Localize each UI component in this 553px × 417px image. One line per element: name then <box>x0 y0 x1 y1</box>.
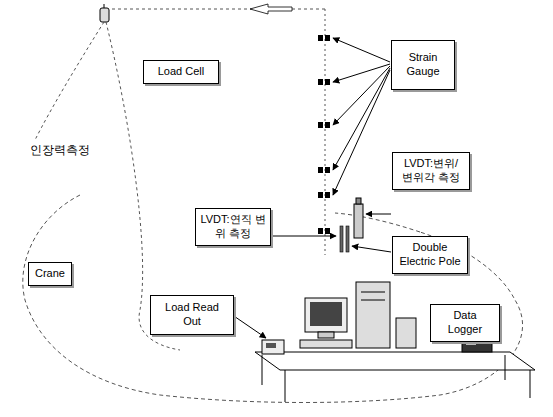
box-text: LVDT:변위/ 변위각 측정 <box>397 157 465 185</box>
computer <box>300 282 416 348</box>
label-box: Crane <box>28 262 72 286</box>
leader-arrows <box>228 38 472 338</box>
pull-arrow <box>250 4 292 14</box>
equipment-table <box>255 352 535 402</box>
label-box: Load Read Out <box>150 295 234 335</box>
box-text: Crane <box>35 267 65 281</box>
label-box: Strain Gauge <box>391 40 455 90</box>
label-box: Double Electric Pole <box>392 236 468 274</box>
label-box: Load Cell <box>143 60 219 84</box>
load-readout-device <box>262 340 284 354</box>
box-text: LVDT:연직 변위 측정 <box>200 213 266 241</box>
box-text: Double Electric Pole <box>397 241 463 269</box>
label-box: LVDT:변위/ 변위각 측정 <box>392 152 470 190</box>
tension-line <box>112 9 325 10</box>
box-text: Strain Gauge <box>396 51 450 79</box>
strain-gauges <box>318 35 330 234</box>
label-box: Data Logger <box>430 304 500 342</box>
box-text: Load Read Out <box>155 301 229 329</box>
crane-outline <box>23 195 523 403</box>
cable-line <box>35 22 104 140</box>
double-electric-pole <box>340 226 349 252</box>
box-text: Load Cell <box>158 65 204 79</box>
pole-line <box>325 9 326 255</box>
label-box: LVDT:연직 변위 측정 <box>195 208 271 246</box>
load-cell-icon <box>100 4 109 22</box>
note-label: 인장력측정 <box>30 142 90 159</box>
box-text: Data Logger <box>435 309 495 337</box>
lvdt-displacement-device <box>354 198 363 238</box>
